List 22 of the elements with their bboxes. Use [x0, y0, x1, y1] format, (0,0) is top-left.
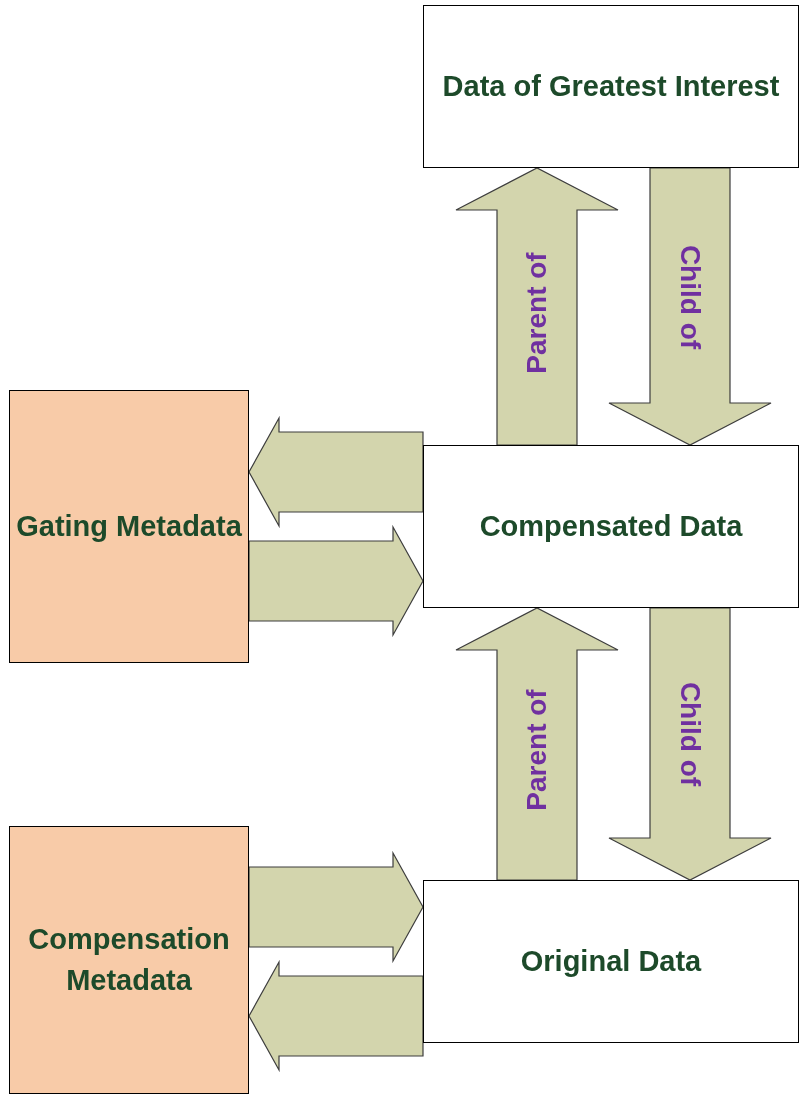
process-box [9, 390, 249, 663]
box-label: Data of Greatest Interest [441, 69, 781, 105]
edge-label: Child of [674, 681, 706, 787]
block-arrow [248, 850, 424, 964]
block-arrow [608, 607, 772, 881]
block-arrow [248, 959, 424, 1073]
process-box [9, 826, 249, 1094]
box-label: Compensation Metadata [27, 922, 231, 998]
box-label: Compensated Data [478, 509, 744, 545]
edge-label: Parent of [521, 251, 553, 374]
edge-label: Child of [674, 244, 706, 349]
block-arrow [248, 524, 424, 638]
block-arrow [455, 167, 619, 446]
process-box [423, 5, 799, 168]
edge-label: Parent of [521, 689, 553, 811]
block-arrow [608, 167, 772, 446]
block-arrow [248, 415, 424, 529]
box-label: Original Data [519, 944, 703, 980]
process-box [423, 445, 799, 608]
box-label: Gating Metadata [15, 509, 243, 545]
block-arrow [455, 607, 619, 881]
process-box [423, 880, 799, 1043]
